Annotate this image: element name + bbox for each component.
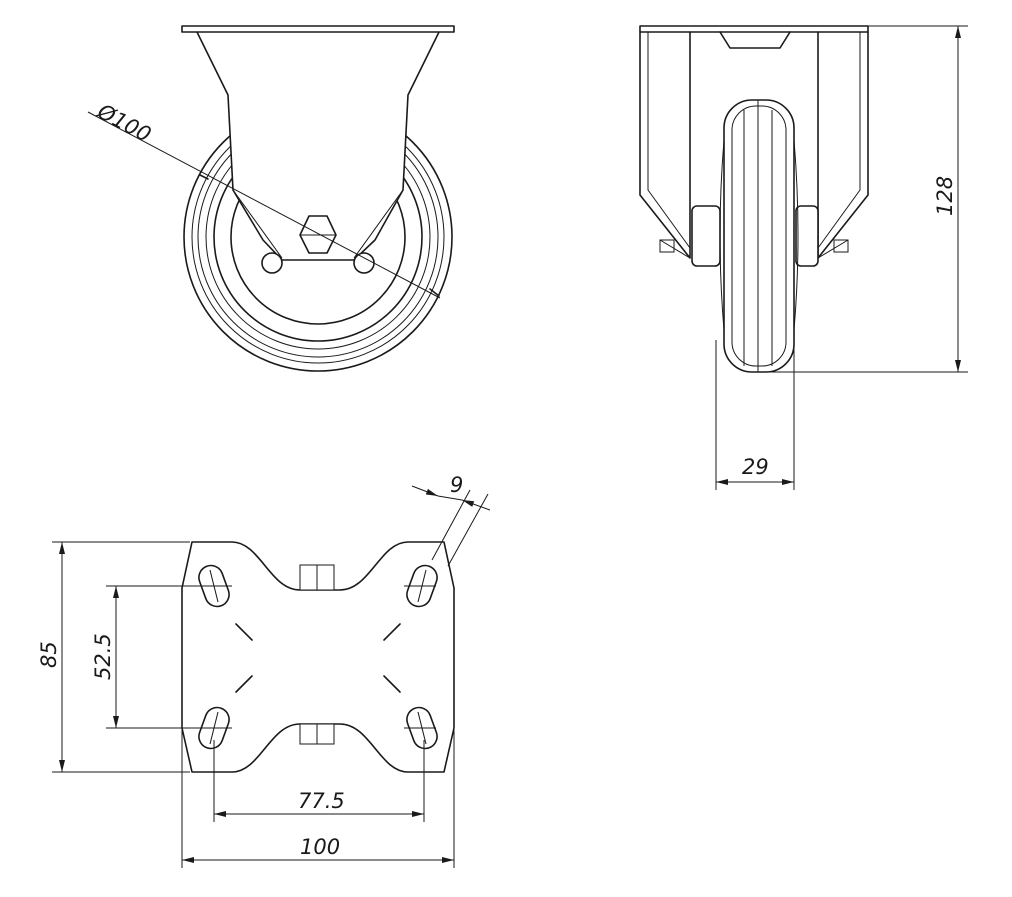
- plate-width-label: 100: [300, 835, 340, 859]
- diameter-label: Ø100: [93, 99, 155, 147]
- mounting-plate: [181, 541, 455, 773]
- slot-hole-bottom-right: [404, 706, 438, 750]
- hub-hole-left: [261, 252, 283, 274]
- hole-spacing-horizontal-label: 77.5: [298, 789, 345, 813]
- side-wheel: [719, 99, 799, 373]
- wheel-width-label: 29: [742, 455, 769, 479]
- plate-cross-marks: [235, 623, 401, 693]
- plate-view: 9 85 52.5 77.5 100: [37, 473, 491, 868]
- height-label: 128: [933, 176, 957, 216]
- side-fork: [639, 25, 869, 259]
- diameter-leader: [87, 111, 441, 299]
- hub-hole-right: [353, 252, 375, 274]
- top-plate-edge: [181, 25, 455, 33]
- side-view: 128 29: [639, 25, 968, 490]
- slot-hole-top-right: [404, 564, 438, 608]
- plate-length-label: 85: [37, 641, 61, 668]
- slot-width-label: 9: [450, 473, 463, 497]
- hole-spacing-vertical-label: 52.5: [91, 633, 115, 680]
- side-hub: [691, 205, 819, 267]
- axle-nut: [299, 215, 337, 254]
- front-view: Ø100: [87, 25, 455, 372]
